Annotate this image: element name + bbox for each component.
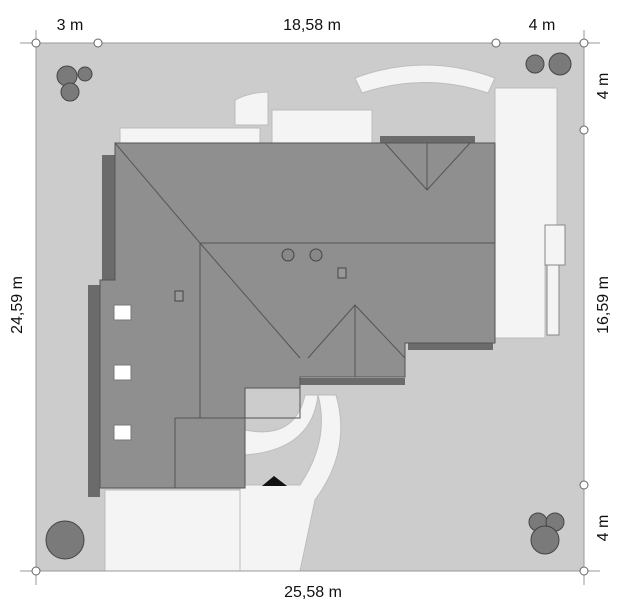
dimension-markers — [31, 38, 589, 576]
tree-icon — [45, 520, 85, 560]
shadow-step — [300, 378, 405, 385]
driveway — [104, 489, 241, 572]
stair-strip — [544, 224, 566, 336]
tree-icon — [528, 512, 565, 555]
dimension-marker-icon — [579, 480, 589, 490]
dim-label-right-top: 4 m — [595, 73, 612, 100]
step-line — [245, 388, 301, 419]
dimension-marker-icon — [579, 38, 589, 48]
entrance-arrow-icon — [262, 476, 287, 486]
dim-label-bottom: 25,58 m — [284, 584, 342, 601]
dimension-marker-icon — [31, 38, 41, 48]
entry-arc — [234, 91, 269, 126]
dim-label-left: 24,59 m — [9, 276, 26, 334]
dimension-marker-icon — [491, 38, 501, 48]
shadow-left — [88, 285, 100, 497]
shadow-top — [102, 155, 115, 285]
tree-icon — [525, 52, 572, 76]
shadow-bottom-right — [408, 342, 493, 350]
skylights — [113, 304, 132, 441]
chimney-vent — [309, 248, 323, 262]
paving — [104, 64, 558, 572]
dimension-lines — [20, 30, 600, 585]
skylight — [113, 364, 132, 381]
dim-label-right-bottom: 4 m — [595, 515, 612, 542]
balcony — [271, 109, 373, 144]
dimension-marker-icon — [93, 38, 103, 48]
driveway-curve — [239, 394, 342, 572]
dimension-marker-icon — [31, 566, 41, 576]
roof-shadow — [88, 136, 493, 497]
tree-icon — [56, 65, 93, 102]
dim-label-top-right: 4 m — [529, 17, 556, 34]
dim-label-top-left: 3 m — [57, 17, 84, 34]
dim-label-top-mid: 18,58 m — [283, 17, 341, 34]
skylight — [113, 304, 132, 321]
stair — [544, 224, 566, 266]
roof-hatch — [174, 290, 184, 302]
skylight — [113, 424, 132, 441]
chimneys — [174, 248, 347, 302]
curved-terrace — [354, 64, 496, 94]
front-arc — [244, 394, 319, 456]
trees — [45, 52, 572, 560]
dim-label-right-mid: 16,59 m — [595, 276, 612, 334]
roof-lines — [114, 142, 495, 488]
hip-line-2 — [199, 242, 301, 359]
dimension-marker-icon — [579, 125, 589, 135]
terrace-top — [119, 127, 261, 144]
chimney-vent — [281, 248, 295, 262]
roof-hatch — [337, 267, 347, 279]
dimension-marker-icon — [579, 566, 589, 576]
stair — [546, 264, 560, 336]
